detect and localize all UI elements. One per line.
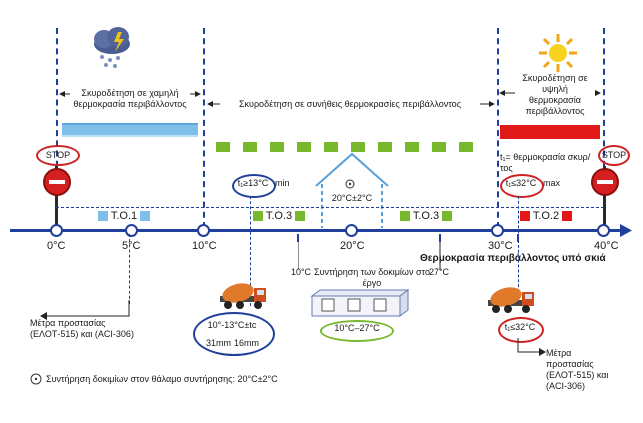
- connector: [518, 196, 519, 292]
- tmin-oval: [232, 174, 276, 198]
- axis-title: Θερμοκρασία περιβάλλοντος υπό σκιά: [420, 253, 606, 264]
- axis-node: [597, 224, 610, 237]
- tmax-suffix: max: [543, 178, 561, 188]
- to1-text: T.O.1: [110, 210, 138, 222]
- to3a-text: T.O.3: [265, 210, 293, 222]
- site-range-text: 10°C–27°C: [334, 323, 380, 333]
- tmax-oval: [500, 174, 544, 198]
- to3a-label: T.O.3: [253, 210, 306, 222]
- green-square: [295, 211, 306, 222]
- tmax-value: t₁≤32°C: [505, 178, 537, 188]
- green-mark: [216, 142, 230, 152]
- axis-node: [125, 224, 138, 237]
- green-square: [442, 211, 453, 222]
- hot-square: [520, 211, 530, 222]
- tick-label: 0°C: [47, 240, 66, 252]
- green-mark: [405, 142, 419, 152]
- to3b-text: T.O.3: [412, 210, 440, 222]
- site-curing-text: Συντήρηση των δοκιμίων στο έργο: [314, 267, 430, 288]
- measures-right: Μέτρα προστασίας (ΕΛΟΤ-515) και (ACI-306…: [546, 348, 609, 391]
- cold-oval-d2: 16mm: [234, 338, 260, 348]
- measures-left-arrow: [40, 300, 130, 320]
- zone-hot-label: Σκυροδέτηση σε υψηλή θερμοκρασία περιβάλ…: [515, 73, 595, 117]
- cold-square: [140, 211, 151, 222]
- concrete-temp-label: t₁= θερμοκρασία σκυρ/τος: [500, 152, 591, 173]
- specimen-tray-icon: [310, 289, 410, 317]
- tick-label: 5°C: [122, 240, 141, 252]
- site-left-temp: 10°C: [290, 267, 312, 277]
- stop-label-left: STOP: [36, 145, 80, 166]
- zone-cold-label: Σκυροδέτηση σε χαμηλή θερμοκρασία περιβά…: [70, 88, 190, 110]
- cold-oval-d1: 31mm: [206, 338, 232, 348]
- stop-pole-right: [603, 166, 606, 230]
- tmin-suffix: min: [275, 178, 290, 188]
- axis-tick: [439, 234, 441, 242]
- connector: [129, 234, 130, 304]
- dotted-baseline: [56, 207, 604, 208]
- tick-label: 20°C: [340, 240, 365, 252]
- green-mark: [243, 142, 257, 152]
- hot-bar: [500, 125, 600, 139]
- stop-pole-left: [55, 166, 58, 230]
- no-entry-icon: [43, 168, 71, 196]
- temperature-axis: [10, 229, 624, 232]
- green-mark: [297, 142, 311, 152]
- tick-label: 40°C: [594, 240, 619, 252]
- stop-label-right: STOP: [598, 145, 630, 166]
- green-square: [253, 211, 263, 222]
- to2-text: T.O.2: [532, 210, 560, 222]
- axis-node: [50, 224, 63, 237]
- to2-label: T.O.2: [520, 210, 573, 222]
- measures-right-arrow: [517, 338, 546, 356]
- mixer-truck-icon: [488, 287, 534, 313]
- tick-label: 10°C: [192, 240, 217, 252]
- hot-oval-text: t₁≤32°C: [504, 322, 536, 332]
- mixer-truck-icon: [220, 283, 266, 309]
- divider-0c: [56, 28, 58, 228]
- zone-normal-label: Σκυροδέτηση σε συνήθεις θερμοκρασίες περ…: [220, 99, 480, 110]
- legend-text: Συντήρηση δοκιμίων στον θάλαμο συντήρηση…: [46, 374, 278, 384]
- connector: [250, 196, 251, 306]
- green-mark: [351, 142, 365, 152]
- site-arrows: [298, 242, 441, 270]
- green-mark: [378, 142, 392, 152]
- axis-node: [345, 224, 358, 237]
- green-mark: [459, 142, 473, 152]
- axis-node: [491, 224, 504, 237]
- hot-square: [562, 211, 573, 222]
- divider-40c: [603, 28, 605, 228]
- storm-cloud-icon: [94, 27, 130, 68]
- to1-label: T.O.1: [98, 210, 151, 222]
- site-right-temp: 27°C: [428, 267, 450, 277]
- to3b-label: T.O.3: [400, 210, 453, 222]
- tick-label: 30°C: [488, 240, 513, 252]
- axis-node: [197, 224, 210, 237]
- cold-oval-line1: 10°-13°C±tᴄ: [207, 320, 257, 330]
- site-range-oval: [320, 320, 394, 342]
- axis-arrow-icon: [620, 224, 632, 237]
- axis-tick: [297, 234, 299, 242]
- chamber-icon: [30, 373, 42, 385]
- divider-10c: [203, 28, 205, 228]
- cold-square: [98, 211, 108, 222]
- measures-left: Μέτρα προστασίας (ΕΛΟΤ-515) και (ACI-306…: [30, 318, 134, 339]
- hot-oval: [498, 317, 544, 343]
- house-temp: 20°C±2°C: [331, 193, 373, 203]
- house-icon: [315, 152, 389, 228]
- divider-30c: [497, 28, 499, 228]
- green-square: [400, 211, 410, 222]
- tmin-value: t₁≥13°C: [237, 178, 269, 188]
- cold-oval: [193, 312, 275, 356]
- sun-icon: [539, 34, 577, 72]
- green-mark: [270, 142, 284, 152]
- green-mark: [324, 142, 338, 152]
- cold-bar: [62, 123, 198, 137]
- green-mark: [432, 142, 446, 152]
- no-entry-icon: [591, 168, 619, 196]
